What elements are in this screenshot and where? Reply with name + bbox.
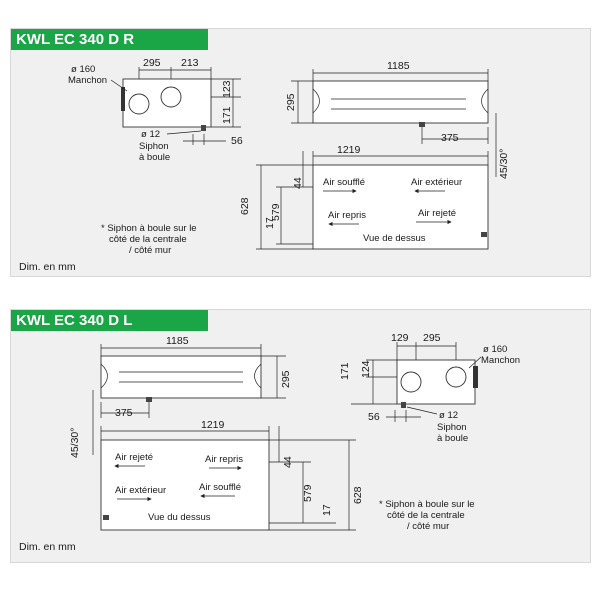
duct-circle-2 (160, 86, 182, 108)
duct-circle-1 (400, 371, 422, 393)
dim-17: 17 (264, 217, 276, 229)
dim-17: 17 (321, 504, 333, 516)
label-siphon: Siphon (437, 422, 467, 433)
dim-44: 44 (292, 177, 304, 189)
dim-56: 56 (368, 411, 380, 423)
top-view: 1219 Air soufflé Air extérieur Air repri… (239, 144, 489, 250)
dim-628: 628 (239, 197, 251, 215)
label-air-exterieur: Air extérieur (115, 485, 166, 496)
note-line-3: / côté mur (407, 521, 449, 532)
dim-171: 171 (221, 106, 233, 124)
dim-375: 375 (115, 407, 133, 419)
label-diameter-160: ø 160 (71, 64, 95, 75)
label-air-repris: Air repris (328, 210, 366, 221)
unit-long-box (312, 80, 489, 124)
dim-unit: Dim. en mm (19, 541, 76, 553)
unit-top-box (312, 164, 489, 250)
dim-45-30: 45/30° (498, 149, 510, 179)
dim-1185: 1185 (387, 60, 410, 72)
drawing-d-r: 295 213 123 171 ø 160 Manchon ø 12 Sipho… (19, 57, 510, 273)
label-air-rejete: Air rejeté (418, 208, 456, 219)
dim-579: 579 (302, 484, 314, 502)
panel-title: KWL EC 340 D R (11, 29, 208, 50)
dim-unit: Dim. en mm (19, 261, 76, 273)
panel-kwl-ec-340-d-r: KWL EC 340 D R 295 213 123 171 (10, 28, 591, 277)
drawing-d-l: 1185 295 375 45/30° 129 295 (19, 332, 520, 553)
left-flange (121, 87, 125, 111)
dim-45-30: 45/30° (69, 428, 81, 458)
side-view-left: 1185 295 375 45/30° (69, 335, 292, 458)
label-vue-du-dessus: Vue du dessus (148, 512, 211, 523)
label-vue-de-dessus: Vue de dessus (363, 233, 426, 244)
label-diameter-160: ø 160 (483, 344, 507, 355)
note-line-2: côté de la centrale (387, 510, 465, 521)
dim-295: 295 (143, 57, 161, 69)
note-line-3: / côté mur (129, 245, 171, 256)
side-view-right: 1185 295 375 45/30° (285, 60, 510, 179)
dim-1185: 1185 (166, 335, 189, 347)
dim-129: 129 (391, 332, 409, 344)
label-air-exterieur: Air extérieur (411, 177, 462, 188)
label-air-rejete: Air rejeté (115, 452, 153, 463)
dim-124: 124 (360, 360, 372, 378)
label-air-souffle: Air soufflé (199, 482, 241, 493)
label-diameter-12: ø 12 (141, 129, 160, 140)
note-line-2: côté de la centrale (109, 234, 187, 245)
unit-top-box (100, 439, 270, 531)
panel-title: KWL EC 340 D L (11, 310, 208, 331)
duct-circle-2 (445, 366, 467, 388)
siphon-stub (201, 125, 206, 131)
dim-579: 579 (270, 203, 282, 221)
dim-1219: 1219 (337, 144, 361, 156)
dim-123: 123 (221, 80, 233, 98)
note-line-1: * Siphon à boule sur le (379, 499, 475, 510)
label-diameter-12: ø 12 (439, 410, 458, 421)
label-manchon: Manchon (68, 75, 107, 86)
label-air-souffle: Air soufflé (323, 177, 365, 188)
panel-kwl-ec-340-d-l: KWL EC 340 D L 1185 295 375 45/30 (10, 309, 591, 563)
dim-295-height: 295 (285, 93, 297, 111)
label-air-repris: Air repris (205, 454, 243, 465)
dim-295-height: 295 (280, 370, 292, 388)
dim-295: 295 (423, 332, 441, 344)
duct-circle-1 (128, 93, 150, 115)
dim-375: 375 (441, 132, 459, 144)
dim-1219: 1219 (201, 419, 225, 431)
label-a-boule: à boule (437, 433, 468, 444)
note-line-1: * Siphon à boule sur le (101, 223, 197, 234)
dim-56: 56 (231, 135, 243, 147)
dim-628: 628 (352, 486, 364, 504)
side-view-left: 295 213 123 171 ø 160 Manchon ø 12 Sipho… (68, 57, 243, 163)
side-view-right: 129 295 124 171 ø 160 Manchon ø 12 Sipho… (339, 332, 520, 444)
top-view: 1219 Air rejeté Air repris Air extérieur… (100, 419, 364, 531)
dim-171: 171 (339, 362, 351, 380)
label-siphon: Siphon (139, 141, 169, 152)
dim-44: 44 (282, 456, 294, 468)
label-a-boule: à boule (139, 152, 170, 163)
unit-long-box (100, 355, 262, 399)
label-manchon: Manchon (481, 355, 520, 366)
dim-213: 213 (181, 57, 199, 69)
